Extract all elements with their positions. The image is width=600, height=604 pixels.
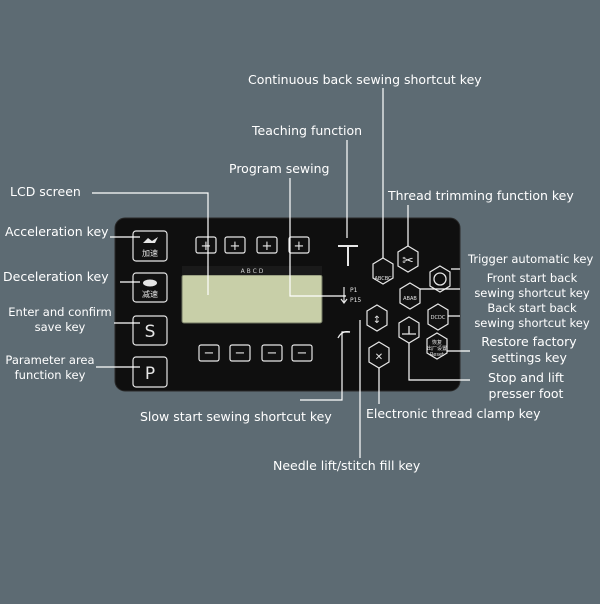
svg-text:+: + xyxy=(201,239,212,254)
plus-key-a[interactable]: + xyxy=(195,236,217,254)
restore-text-1: 恢复 xyxy=(432,339,442,346)
acceleration-key[interactable]: 加速 xyxy=(132,230,168,262)
label-stop-lift-presser: Stop and lift presser foot xyxy=(488,370,564,401)
program-arrow-icon xyxy=(340,287,348,304)
label-lcd-screen: LCD screen xyxy=(10,184,81,199)
thread-trimming-key[interactable] xyxy=(397,245,419,273)
lcd-header-strip xyxy=(182,266,322,275)
scissors-icon: ✂ xyxy=(402,253,414,269)
label-program-sewing: Program sewing xyxy=(229,161,330,176)
label-continuous-back-sewing: Continuous back sewing shortcut key xyxy=(248,72,482,87)
svg-text:加速: 加速 xyxy=(142,248,158,258)
plus-key-c[interactable]: + xyxy=(256,236,278,254)
plus-key-b[interactable]: + xyxy=(224,236,246,254)
leader-lcd xyxy=(92,192,209,295)
reset-text: Reset xyxy=(430,352,444,358)
p-parameter-key[interactable]: P xyxy=(132,356,168,388)
s-save-key[interactable]: S xyxy=(132,315,168,346)
turtle-icon xyxy=(143,279,157,287)
minus-key-a[interactable]: − xyxy=(198,344,220,362)
restore-text-2: 出厂设置 xyxy=(427,345,447,352)
label-trigger-automatic: Trigger automatic key xyxy=(468,252,594,266)
svg-text:+: + xyxy=(262,239,273,254)
back-start-back-sewing-key[interactable] xyxy=(427,303,449,331)
minus-key-d[interactable]: − xyxy=(291,344,313,362)
needle-lift-key[interactable] xyxy=(366,304,388,332)
restore-factory-key[interactable] xyxy=(426,332,448,360)
dcdc-text: DCDC xyxy=(431,315,446,321)
label-parameter-area: Parameter area function key xyxy=(5,353,95,382)
svg-text:P15: P15 xyxy=(350,297,361,304)
lcd-screen xyxy=(181,274,323,324)
label-electronic-thread-clamp: Electronic thread clamp key xyxy=(366,406,541,421)
svg-text:S: S xyxy=(145,322,156,342)
leader-slow-start xyxy=(300,331,350,401)
label-back-start-back-sewing: Back start back sewing shortcut key xyxy=(474,301,590,330)
svg-text:−: − xyxy=(267,346,278,361)
deceleration-key[interactable]: 减速 xyxy=(132,272,168,303)
leader-program xyxy=(289,178,346,297)
trigger-circle-icon xyxy=(433,272,447,286)
teaching-icon xyxy=(338,245,358,266)
presser-foot-icon xyxy=(402,326,416,335)
teaching-key[interactable] xyxy=(338,245,358,266)
minus-key-b[interactable]: − xyxy=(229,344,251,362)
svg-text:+: + xyxy=(294,239,305,254)
leader-stop-lift xyxy=(408,343,470,381)
needle-icon: ↕ xyxy=(373,315,381,326)
abcbc-text: ABCBC xyxy=(374,276,392,282)
trigger-automatic-key[interactable] xyxy=(429,265,451,293)
svg-text:−: − xyxy=(297,346,308,361)
label-thread-trimming: Thread trimming function key xyxy=(388,188,574,203)
leader-lines xyxy=(92,88,470,458)
svg-text:−: − xyxy=(235,346,246,361)
rabbit-icon xyxy=(143,237,158,243)
continuous-back-sewing-key[interactable] xyxy=(372,257,394,285)
program-sewing-key[interactable]: P1 P15 xyxy=(340,287,361,304)
svg-text:P: P xyxy=(145,364,155,384)
lcd-header-text: A B C D xyxy=(241,268,264,275)
svg-text:−: − xyxy=(204,346,215,361)
minus-key-c[interactable]: − xyxy=(261,344,283,362)
label-deceleration-key: Deceleration key xyxy=(3,269,109,284)
label-needle-lift: Needle lift/stitch fill key xyxy=(273,458,421,473)
label-slow-start: Slow start sewing shortcut key xyxy=(140,409,332,424)
label-restore-factory: Restore factory settings key xyxy=(481,334,577,365)
label-front-start-back-sewing: Front start back sewing shortcut key xyxy=(474,271,590,300)
plus-key-d[interactable]: + xyxy=(288,236,310,254)
label-acceleration-key: Acceleration key xyxy=(5,224,109,239)
abab-text: ABAB xyxy=(403,296,417,302)
thread-clamp-icon: ✕ xyxy=(375,352,383,363)
label-teaching-function: Teaching function xyxy=(252,123,363,138)
svg-text:减速: 减速 xyxy=(142,289,158,299)
label-enter-confirm: Enter and confirm save key xyxy=(8,305,112,334)
svg-text:P1: P1 xyxy=(350,287,358,294)
svg-text:+: + xyxy=(230,239,241,254)
